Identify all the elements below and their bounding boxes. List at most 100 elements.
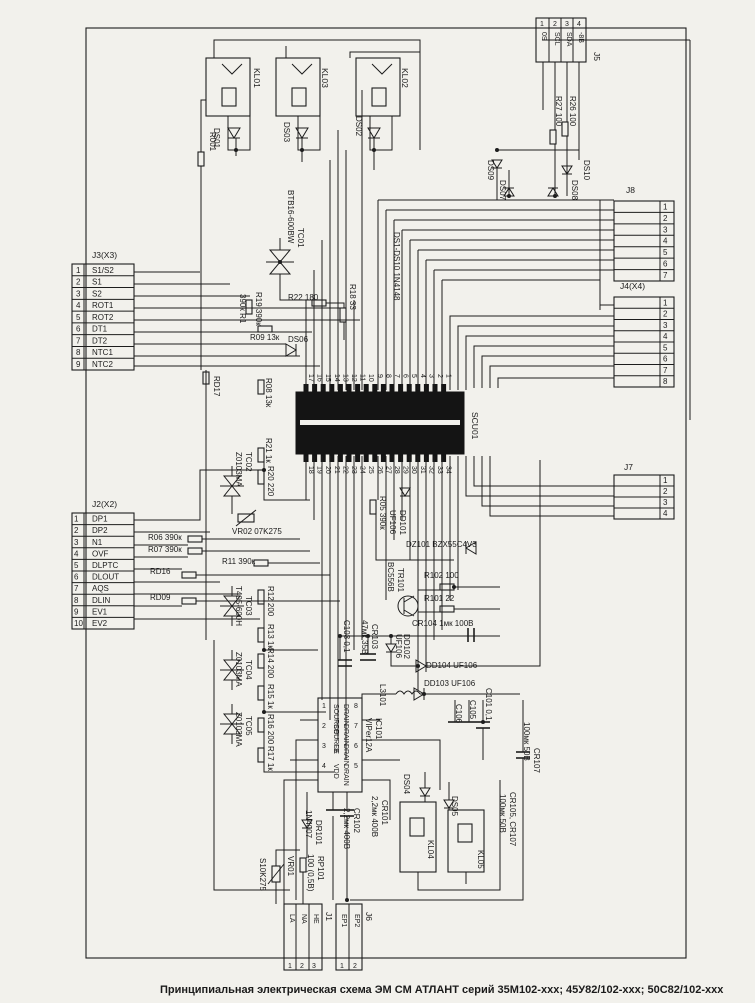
r18-label: R18 33 [348,284,357,310]
scu01-pin [337,384,343,392]
svg-text:DS01: DS01 [212,128,221,149]
j3-signal-label: ROT1 [92,301,114,310]
svg-text:VIPer12A: VIPer12A [364,718,373,753]
j3-signal-label: S1 [92,278,102,287]
scu01-pin [441,454,447,462]
scu01-pin-number: 27 [384,466,391,474]
ic101-pin-number: 5 [354,763,358,770]
svg-text:1N4007: 1N4007 [304,810,313,839]
scu01-pin-number: 7 [393,374,400,378]
j3-pin-number: 9 [76,360,81,369]
triac-tc02: TC02 Z0103MA [220,452,253,497]
scu01-pin [312,384,318,392]
scu01-pin [372,384,378,392]
ic101-pin-number: 2 [322,723,326,730]
svg-text:UF106: UF106 [394,634,403,659]
j5-signal-label: 0S [540,32,547,41]
ic101-pin-number: 8 [354,703,358,710]
j2-pin-number: 5 [74,561,79,570]
j6-pin-number: 2 [353,963,357,970]
j3-signal-label: DT1 [92,325,108,334]
j4-pin-number: 3 [663,321,668,330]
svg-text:DS09: DS09 [486,160,495,181]
rd17-label: RD17 [212,376,221,397]
scu01-pin-number: 29 [402,466,409,474]
scu01-pin-number: 15 [324,374,331,382]
r27-label: R27 100 [554,96,563,127]
ic101-pin-label: VDD [332,764,339,779]
ic101-pin-label: SOURCE [332,704,339,734]
j8-pin-number: 1 [663,202,668,211]
scu01-pin-number: 1 [445,374,452,378]
svg-text:RP101: RP101 [316,856,325,881]
j2-pin-number: 6 [74,573,79,582]
j7-pin-number: 3 [663,498,668,507]
j3-pin-number: 2 [76,278,81,287]
svg-text:S10K275: S10K275 [258,858,267,891]
svg-text:VR02 07K275: VR02 07K275 [232,527,282,536]
svg-text:DS08: DS08 [570,180,579,201]
rd09-label: RD09 [150,593,171,602]
j3-pin-number: 6 [76,325,81,334]
j2-pin-number: 7 [74,584,79,593]
varistor-vr02: VR02 07K275 [232,509,282,536]
scu01-pin [380,454,386,462]
scu01-pin [406,384,412,392]
scu01-pin-number: 16 [316,374,323,382]
resistor-rp101: RP101 100 (0,5B) [299,854,325,892]
j2-pin-number: 1 [74,515,79,524]
r05-label: R05 390к [378,496,387,530]
scu01-pin [398,384,404,392]
svg-text:DS02: DS02 [354,116,363,137]
scu01-pin-number: 34 [445,466,452,474]
diode-ds04: DS04 [402,774,431,797]
j2-signal-label: EV2 [92,619,108,628]
scu01-pin [346,454,352,462]
scu01-pin-number: 14 [333,374,340,382]
scu01-pin-number: 10 [367,374,374,382]
j2-signal-label: DLIN [92,596,110,605]
j2-signal-label: AQS [92,584,109,593]
svg-text:DS05: DS05 [450,796,459,817]
j2-signal-label: EV1 [92,607,108,616]
j3-pin-number: 1 [76,266,81,275]
j3-signal-label: S1/S2 [92,266,114,275]
diode-group-ds07-ds10: DS09 DS07 DS08 DS10 [486,159,591,201]
svg-text:TC02: TC02 [244,452,253,472]
svg-text:C101 0,1: C101 0,1 [484,688,493,721]
j7-pin-number: 4 [663,509,668,518]
scu01-pin [337,454,343,462]
triac-tc05: TC05 Z0103MA [220,712,253,747]
j2-signal-label: DP1 [92,515,108,524]
scu01-pin-number: 32 [427,466,434,474]
svg-text:BTB16-600BW: BTB16-600BW [286,190,295,244]
j7-pin-number: 2 [663,487,668,496]
scu01-pin-number: 17 [307,374,314,382]
j3-signal-label: NTC1 [92,348,113,357]
j1-title: J1 [324,912,334,921]
r26-label: R26 100 [568,96,577,127]
diode-dd103: DD103 UF106 [413,679,476,701]
scu01-pin [389,384,395,392]
svg-text:DS07: DS07 [498,180,507,201]
scu01-pin-number: 31 [419,466,426,474]
ic101-pin-number: 1 [322,703,326,710]
scu01-pin [320,454,326,462]
j4-pin-number: 6 [663,355,668,364]
j1-pin-number: 2 [300,963,304,970]
ds1-10-label: DS1-DS10 1N4148 [392,232,401,301]
r1-label: 390к R1 [238,294,247,324]
j8-pin-number: 3 [663,225,668,234]
scu01-pin-number: 5 [410,374,417,378]
j8-pin-number: 7 [663,271,668,280]
j4-title: J4(X4) [620,281,645,291]
j6-title: J6 [364,912,374,921]
svg-text:C106: C106 [454,704,463,724]
j4-pin-number: 8 [663,377,668,386]
svg-text:BC556B: BC556B [386,562,395,592]
scu01-pin-number: 28 [393,466,400,474]
